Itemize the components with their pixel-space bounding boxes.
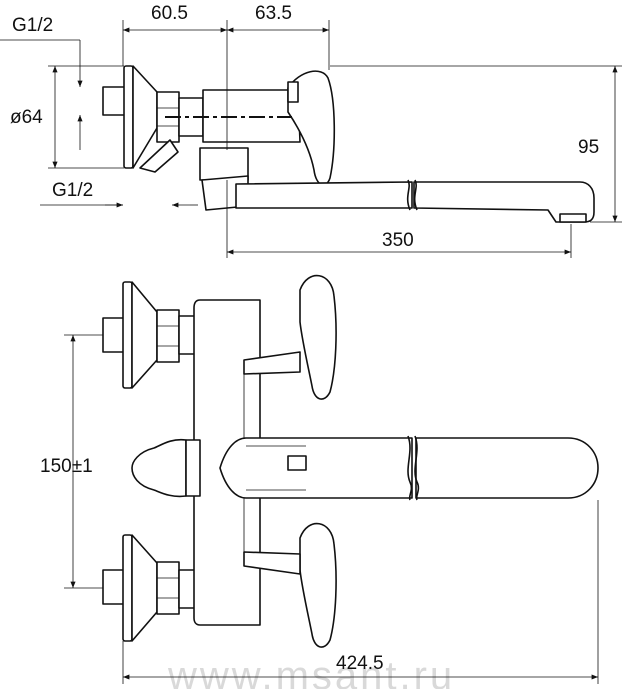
- watermark-text: www.msant.ru: [167, 654, 455, 689]
- side-wall-flange: [123, 65, 134, 169]
- label-thread-top: G1/2: [12, 15, 53, 36]
- side-diverter: [199, 147, 249, 181]
- top-upper-flange-cone: [131, 281, 158, 389]
- side-spout-break-2: [413, 179, 418, 211]
- label-height: 95: [578, 137, 599, 158]
- top-spout-break: [407, 435, 413, 501]
- side-view: G1/2 60.5 63.5 ø64 95 G1/2 350: [0, 3, 622, 258]
- side-handle-lever: [287, 70, 336, 186]
- top-view: 150±1 424.5: [40, 274, 599, 684]
- label-width-flange: 60.5: [151, 3, 188, 24]
- top-diverter-collar: [185, 439, 201, 497]
- label-overall-length: 424.5: [336, 653, 384, 674]
- top-lower-handle: [299, 522, 337, 648]
- label-spout-length: 350: [382, 230, 414, 251]
- top-upper-hex-nut: [156, 309, 180, 363]
- top-lower-flange-cone: [131, 534, 158, 642]
- side-aerator: [559, 213, 587, 223]
- top-diverter-knob: [131, 438, 187, 498]
- top-upper-handle-stem: [243, 351, 301, 375]
- side-spout-break: [406, 179, 411, 211]
- top-lower-handle-stem: [243, 551, 301, 575]
- top-lower-flange: [122, 534, 133, 642]
- side-handle-cap: [287, 81, 299, 103]
- side-inlet-pipe: [102, 86, 127, 116]
- top-upper-flange: [122, 281, 133, 389]
- top-spout-end: [415, 437, 599, 499]
- top-spout-break-2: [414, 435, 420, 501]
- top-upper-handle: [299, 274, 337, 400]
- label-inlet-spacing: 150±1: [40, 456, 93, 477]
- top-spout-aerator-slot: [287, 455, 307, 471]
- top-lower-hex-nut: [156, 561, 180, 615]
- label-thread-bottom: G1/2: [52, 180, 93, 201]
- side-spout: [235, 181, 413, 209]
- label-flange-diameter: ø64: [10, 107, 43, 128]
- top-spout-root: [219, 437, 413, 499]
- side-eccentric: [139, 139, 179, 173]
- side-flange-cone: [132, 65, 158, 169]
- label-width-body: 63.5: [255, 3, 292, 24]
